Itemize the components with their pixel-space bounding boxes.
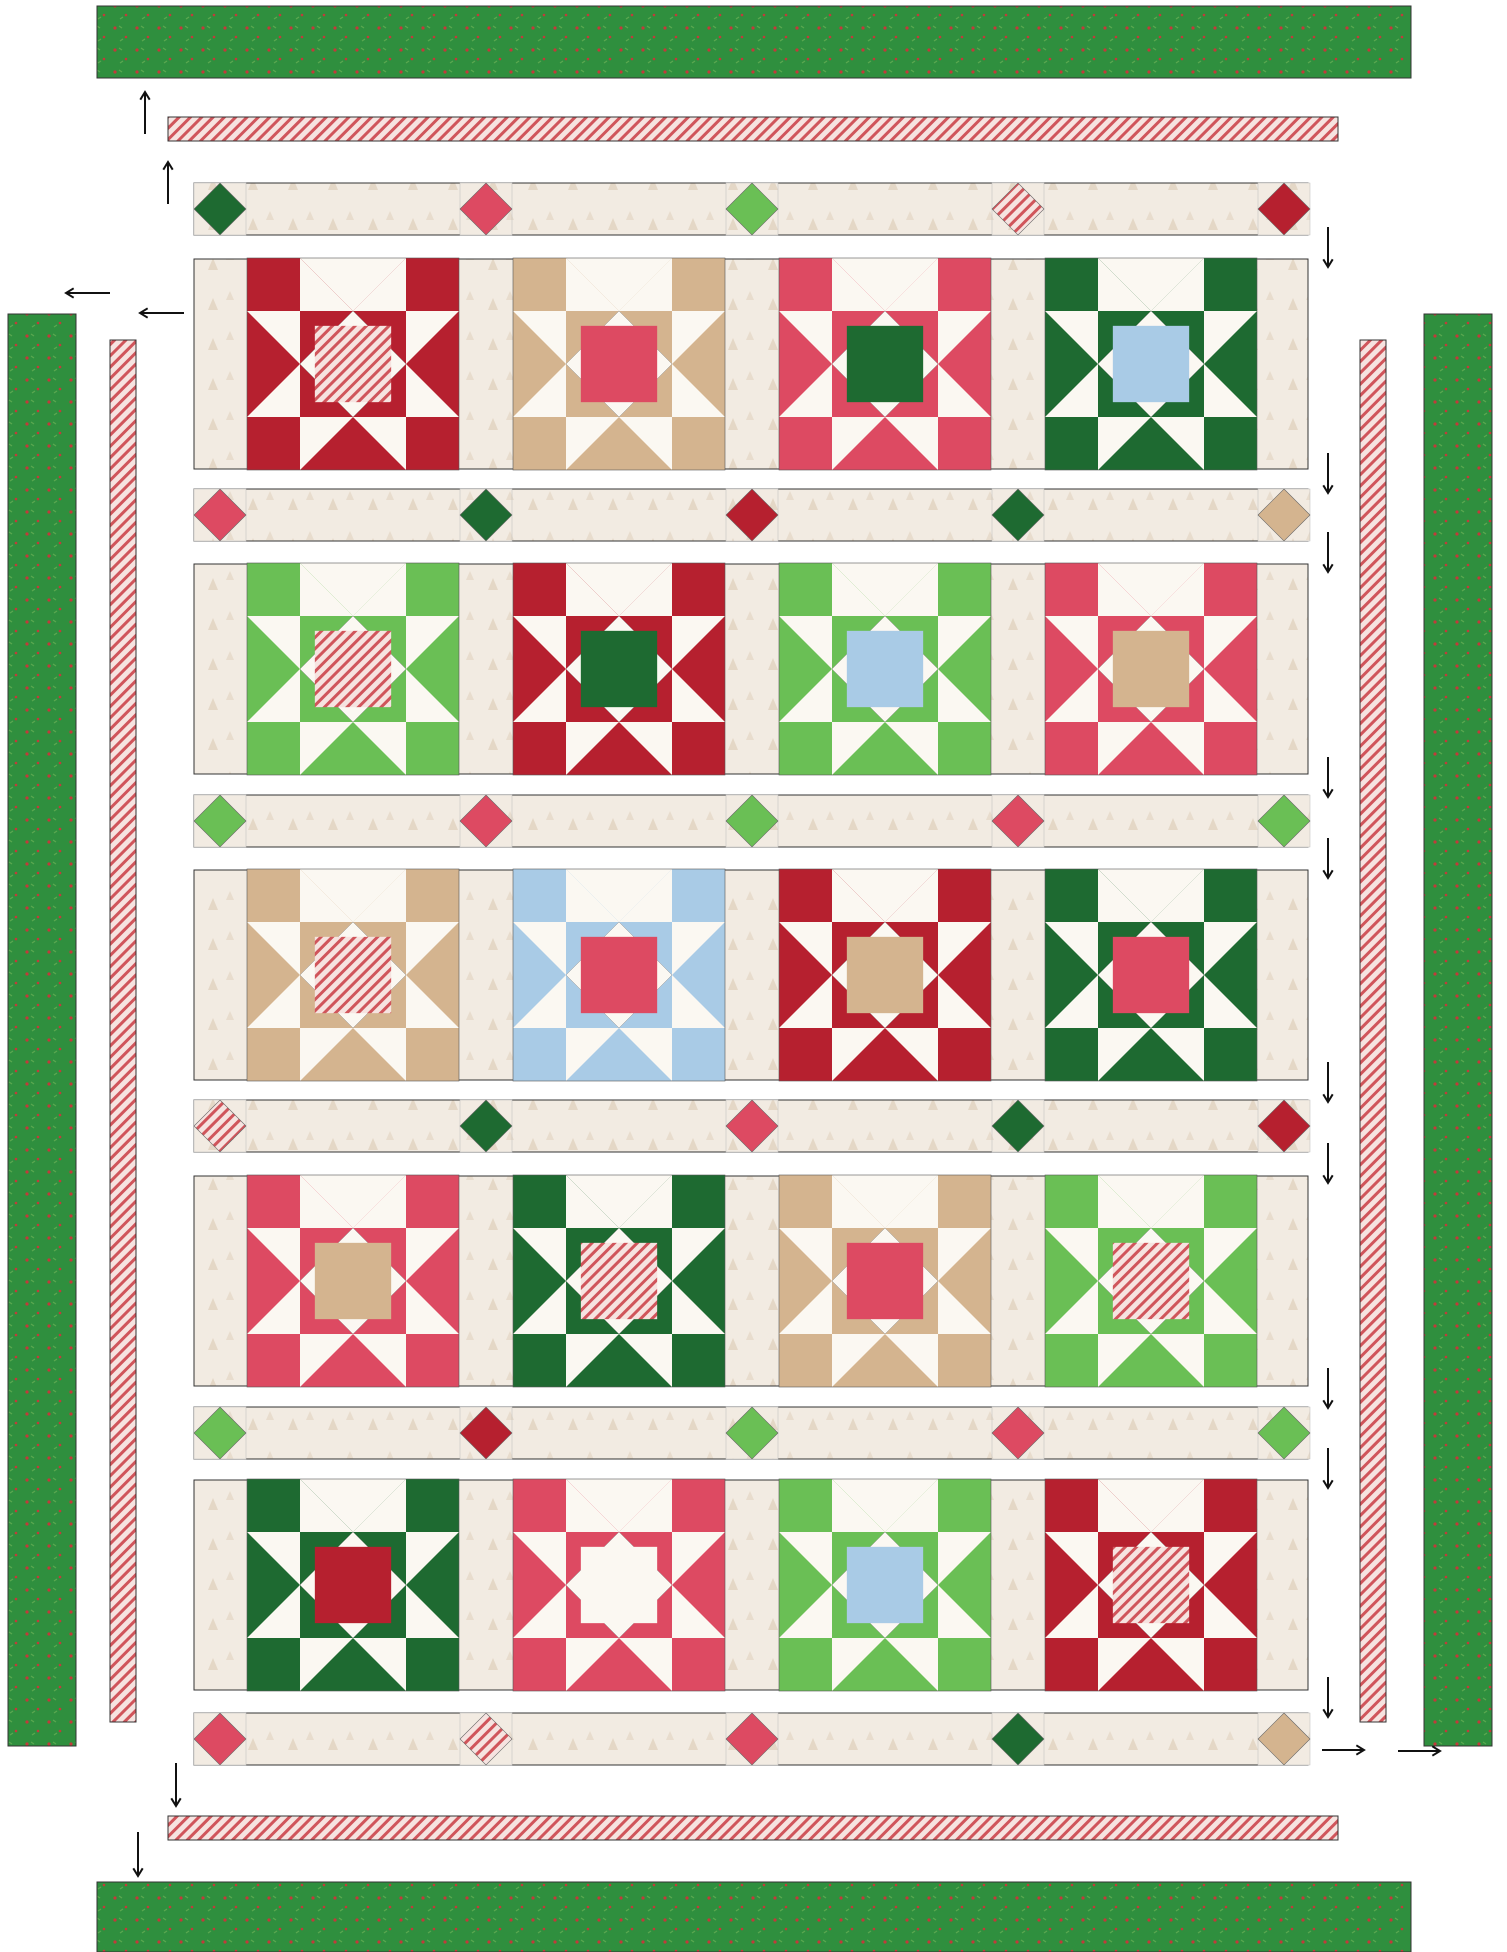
center-square: [315, 631, 391, 707]
star-block: [247, 869, 459, 1081]
star-block: [779, 258, 991, 470]
center-square: [1113, 1243, 1189, 1319]
arrow-down-icon: [1323, 227, 1332, 267]
center-square: [315, 326, 391, 402]
sashing-strip: [194, 795, 1310, 847]
block-row: [194, 1479, 1308, 1691]
arrow-down-icon: [1323, 1143, 1332, 1183]
outer-border-top: [97, 6, 1411, 78]
star-block: [247, 1479, 459, 1691]
arrow-right-icon: [1322, 1745, 1364, 1754]
arrow-up-icon: [163, 162, 172, 204]
outer-border-right: [1424, 314, 1492, 1746]
block-row: [194, 869, 1308, 1081]
star-block: [779, 1479, 991, 1691]
block-row: [194, 1175, 1308, 1387]
star-block: [247, 1175, 459, 1387]
center-square: [1113, 1547, 1189, 1623]
star-block: [779, 869, 991, 1081]
star-block: [1045, 1479, 1257, 1691]
center-square: [847, 1243, 923, 1319]
inner-border-top: [168, 117, 1338, 141]
star-block: [247, 258, 459, 470]
outer-border-bottom: [97, 1882, 1411, 1952]
arrow-down-icon: [171, 1763, 180, 1806]
sashing-strip: [194, 183, 1310, 235]
star-block: [513, 1479, 725, 1691]
star-block: [513, 563, 725, 775]
rows-layer: [194, 183, 1310, 1765]
star-block: [1045, 1175, 1257, 1387]
arrow-down-icon: [1323, 1062, 1332, 1102]
arrow-down-icon: [1323, 757, 1332, 797]
arrow-down-icon: [1323, 1368, 1332, 1408]
center-square: [581, 1547, 657, 1623]
center-square: [1113, 326, 1189, 402]
star-block: [513, 869, 725, 1081]
center-square: [315, 1547, 391, 1623]
arrow-down-icon: [1323, 453, 1332, 493]
star-block: [779, 563, 991, 775]
inner-border-right: [1360, 340, 1386, 1722]
arrow-up-icon: [140, 92, 149, 134]
arrow-down-icon: [1323, 1448, 1332, 1488]
arrow-down-icon: [1323, 1677, 1332, 1717]
star-block: [1045, 563, 1257, 775]
inner-border-bottom: [168, 1816, 1338, 1840]
arrow-left-icon: [140, 308, 184, 317]
center-square: [581, 631, 657, 707]
block-row: [194, 563, 1308, 775]
outer-border-left: [8, 314, 76, 1746]
center-square: [1113, 937, 1189, 1013]
sashing-strip: [194, 1713, 1310, 1765]
star-block: [1045, 258, 1257, 470]
star-block: [1045, 869, 1257, 1081]
center-square: [847, 1547, 923, 1623]
sashing-strip: [194, 489, 1310, 541]
center-square: [315, 1243, 391, 1319]
center-square: [847, 631, 923, 707]
block-row: [194, 258, 1308, 470]
star-block: [513, 258, 725, 470]
arrow-down-icon: [133, 1832, 142, 1876]
star-block: [513, 1175, 725, 1387]
arrow-down-icon: [1323, 838, 1332, 878]
center-square: [847, 326, 923, 402]
inner-border-left: [110, 340, 136, 1722]
center-square: [581, 937, 657, 1013]
star-block: [247, 563, 459, 775]
star-block: [779, 1175, 991, 1387]
center-square: [581, 326, 657, 402]
center-square: [581, 1243, 657, 1319]
sashing-strip: [194, 1407, 1310, 1459]
arrow-down-icon: [1323, 532, 1332, 572]
arrow-right-icon: [1398, 1746, 1440, 1755]
center-square: [847, 937, 923, 1013]
sashing-strip: [194, 1100, 1310, 1152]
center-square: [1113, 631, 1189, 707]
center-square: [315, 937, 391, 1013]
arrow-left-icon: [66, 288, 110, 297]
